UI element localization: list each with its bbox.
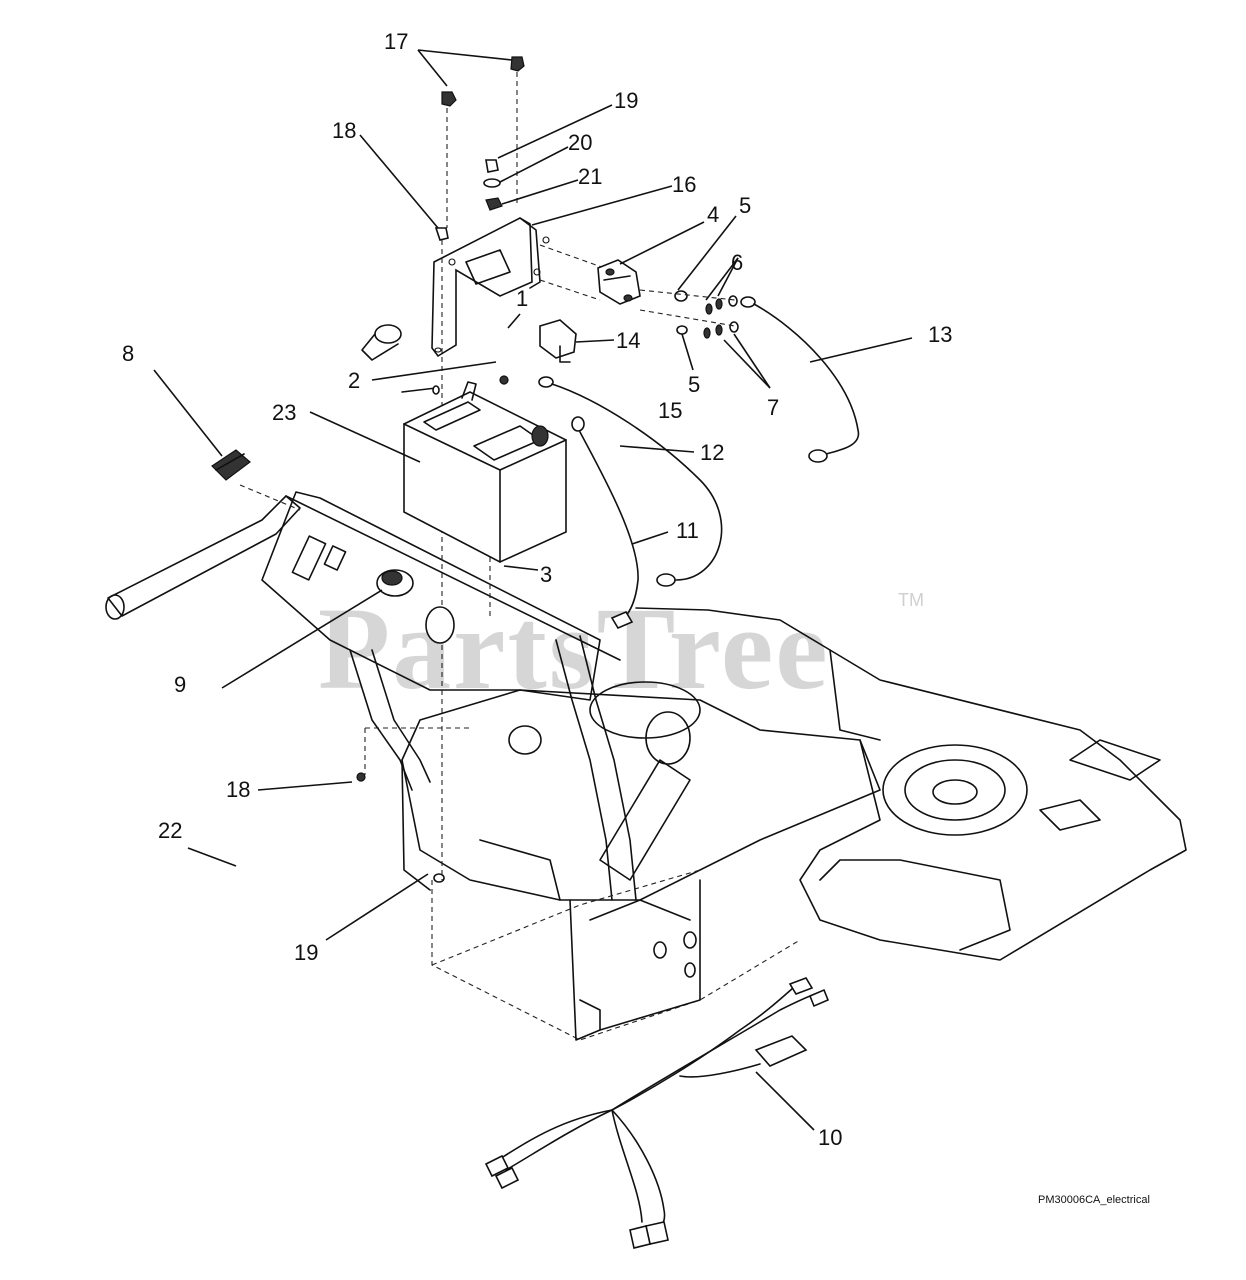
fasteners [356, 56, 525, 883]
callout-1: 1 [516, 286, 528, 311]
callout-11: 11 [676, 518, 699, 543]
callout-23: 23 [272, 400, 296, 425]
callout-3: 3 [540, 562, 552, 587]
callout-19-bottom: 19 [294, 940, 318, 965]
mower-frame [105, 491, 1187, 1041]
leader-lines [153, 49, 913, 1131]
callout-19-top: 19 [614, 88, 638, 113]
callout-5-top: 5 [739, 193, 751, 218]
callout-4: 4 [707, 202, 719, 227]
watermark: PartsTree [318, 583, 830, 714]
callout-9: 9 [174, 672, 186, 697]
footer-code: PM30006CA_electrical [1038, 1194, 1150, 1206]
callout-7: 7 [767, 395, 779, 420]
cables [538, 296, 860, 630]
callout-18-top: 18 [332, 118, 356, 143]
callout-10: 10 [818, 1125, 842, 1150]
wiring-harness [484, 977, 830, 1249]
callout-6: 6 [731, 250, 743, 275]
callout-13: 13 [928, 322, 952, 347]
callout-20: 20 [568, 130, 592, 155]
callout-15: 15 [658, 398, 682, 423]
callout-2: 2 [348, 368, 360, 393]
battery [401, 375, 567, 563]
callout-labels: 1 2 3 4 5 5 6 7 8 9 10 11 12 13 14 15 16… [122, 29, 952, 1150]
callout-8: 8 [122, 341, 134, 366]
solenoid [597, 259, 739, 339]
callout-21: 21 [578, 164, 602, 189]
callout-18-bottom: 18 [226, 777, 250, 802]
callout-22: 22 [158, 818, 182, 843]
terminal-boot [361, 319, 577, 363]
callout-5-bottom: 5 [688, 372, 700, 397]
switches [211, 449, 455, 644]
callout-14: 14 [616, 328, 640, 353]
callout-12: 12 [700, 440, 724, 465]
battery-bracket [431, 217, 550, 358]
trademark: TM [898, 590, 924, 610]
callout-17: 17 [384, 29, 408, 54]
callout-16: 16 [672, 172, 696, 197]
